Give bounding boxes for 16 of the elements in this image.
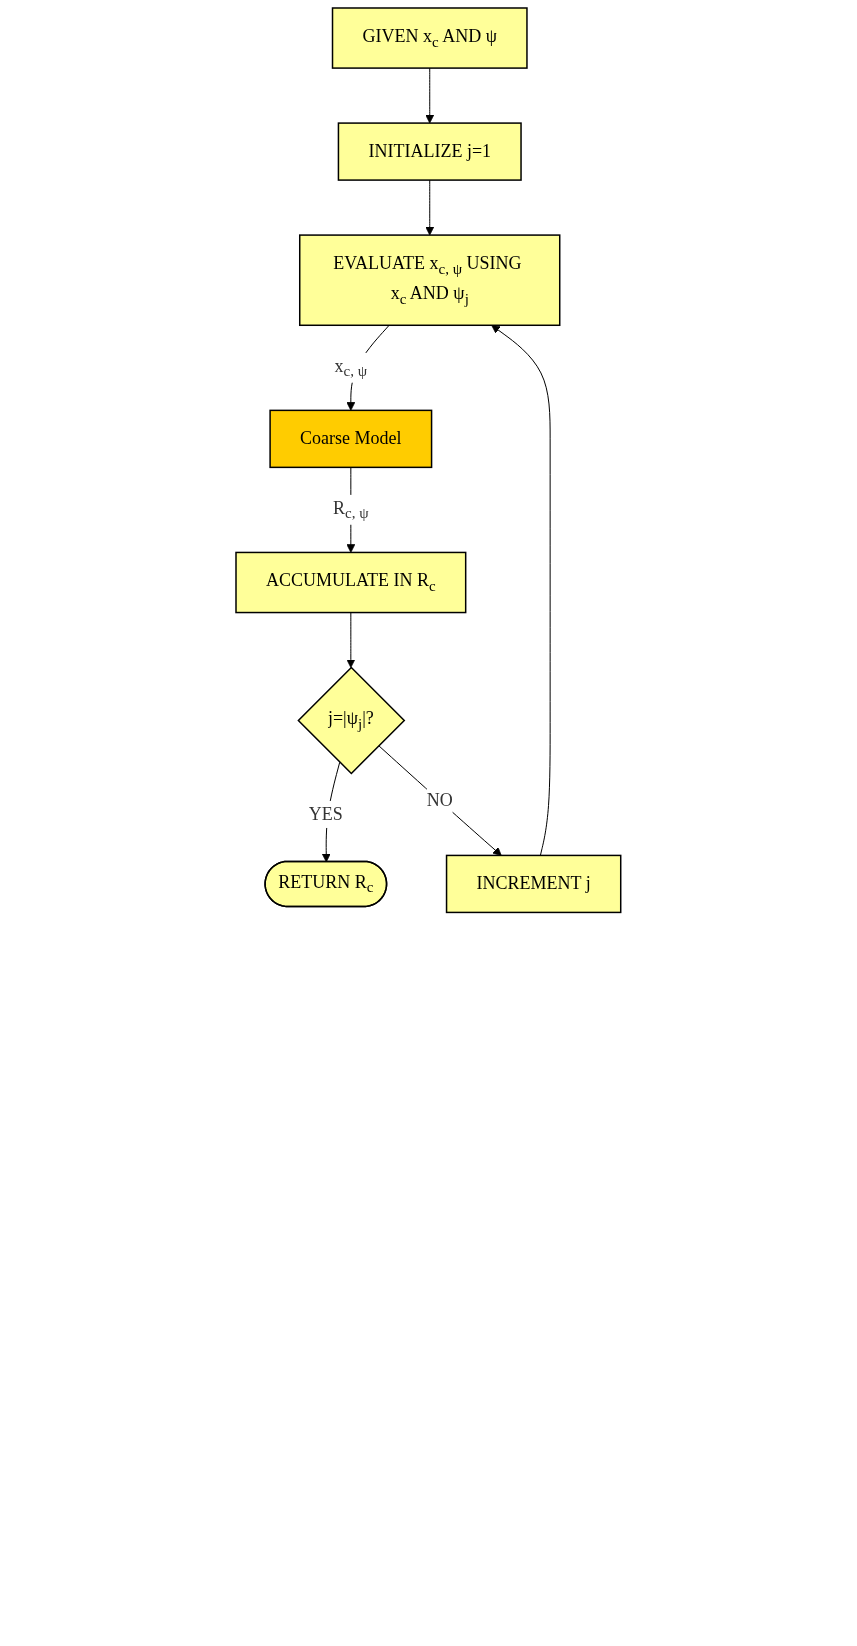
arrow: [425, 179, 435, 236]
node-diamond: j=|ψ$_{j}$|?: [297, 666, 406, 775]
arrow: [346, 612, 356, 668]
node-box: INCREMENT j: [445, 854, 622, 914]
node-box: Coarse Model: [269, 409, 433, 469]
arrow: [491, 324, 551, 856]
edge-label: YES: [308, 803, 343, 824]
edge-label: NO: [426, 790, 453, 811]
arrow: [425, 67, 435, 124]
node-box: GIVEN x$_{c}$ AND ψ: [331, 7, 528, 69]
node-box: EVALUATE x$_{c, ψ}$ USING x$_{c}$ AND ψ$_{j}$: [299, 234, 561, 326]
edge-label: x$_{c, ψ}$: [334, 355, 368, 380]
edge-label: R$_{c, ψ}$: [333, 497, 369, 522]
node-box: ACCUMULATE IN R$_{c}$: [235, 551, 467, 614]
arrow: [378, 745, 502, 856]
node-box: INITIALIZE j=1: [337, 122, 522, 181]
